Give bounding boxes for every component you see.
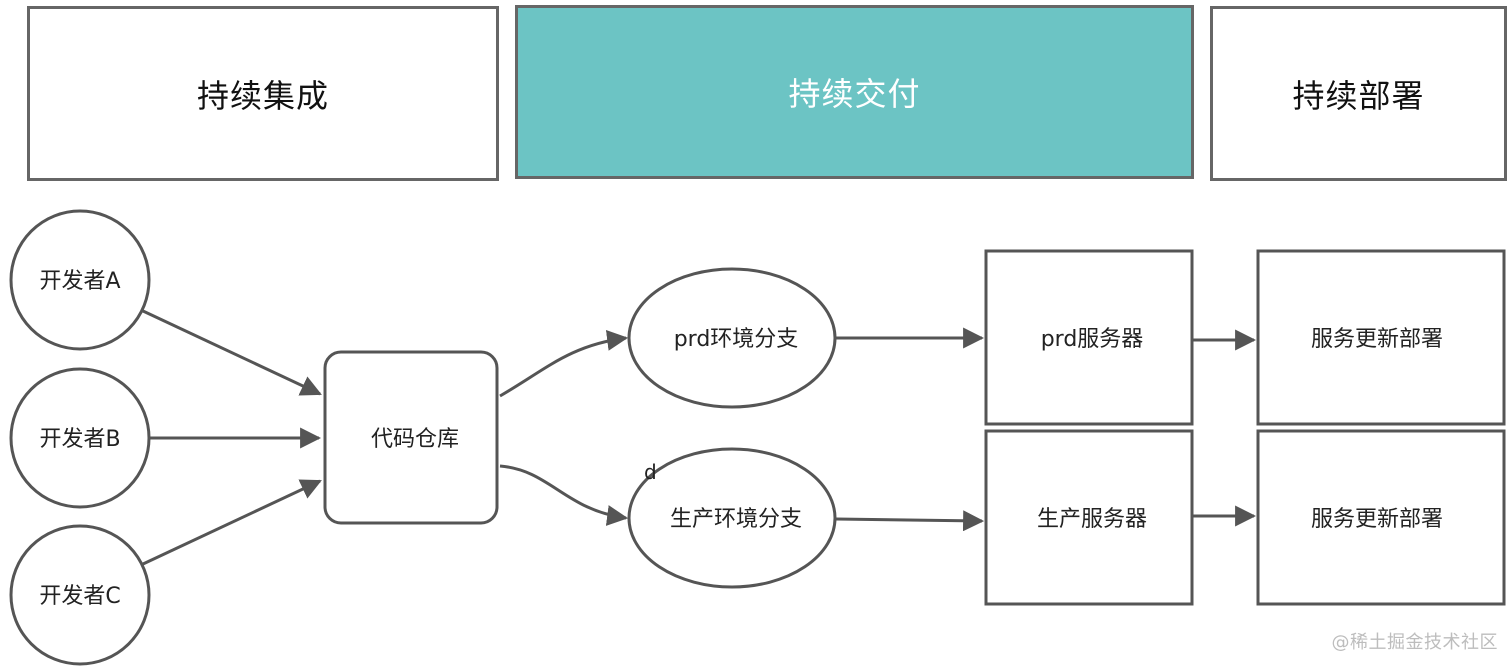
production-deploy-node: 服务更新部署: [1256, 429, 1506, 606]
arrow-repository-to-prd-branch: [499, 329, 629, 398]
stray-d-label: d: [644, 460, 657, 484]
arrow-repository-to-production-branch: [499, 464, 629, 526]
developer-a-node: 开发者A: [9, 209, 151, 351]
arrow-developer-c-to-repository: [142, 479, 322, 566]
prd-server-label: prd服务器: [1041, 327, 1144, 352]
watermark: @稀土掘金技术社区: [1331, 632, 1498, 653]
prd-deploy-label: 服务更新部署: [1311, 327, 1443, 352]
developer-b-node: 开发者B: [9, 367, 151, 509]
production-deploy-label: 服务更新部署: [1311, 507, 1443, 532]
production-branch-label: 生产环境分支: [670, 507, 802, 532]
arrow-developer-a-to-repository: [142, 309, 322, 396]
continuous-deployment-label: 持续部署: [1292, 76, 1425, 115]
prd-server-node: prd服务器: [984, 249, 1194, 426]
continuous-deployment-stage: 持续部署: [1210, 6, 1507, 181]
code-repository-label: 代码仓库: [371, 427, 459, 452]
developer-c-label: 开发者C: [39, 584, 120, 609]
continuous-integration-stage: 持续集成: [27, 6, 499, 181]
developer-c-node: 开发者C: [9, 524, 151, 666]
arrow-production-branch-to-server: [835, 510, 985, 532]
production-server-label: 生产服务器: [1037, 507, 1147, 532]
developer-a-label: 开发者A: [39, 269, 120, 294]
prd-branch-node: prd环境分支: [627, 267, 837, 409]
continuous-delivery-stage: 持续交付: [515, 5, 1194, 179]
continuous-integration-label: 持续集成: [196, 76, 329, 115]
production-server-node: 生产服务器: [984, 429, 1194, 606]
continuous-delivery-label: 持续交付: [788, 75, 921, 113]
production-branch-node: 生产环境分支: [627, 447, 837, 589]
developer-b-label: 开发者B: [39, 427, 120, 452]
prd-deploy-node: 服务更新部署: [1256, 249, 1506, 426]
prd-branch-label: prd环境分支: [674, 327, 799, 352]
code-repository-node: 代码仓库: [323, 350, 499, 525]
